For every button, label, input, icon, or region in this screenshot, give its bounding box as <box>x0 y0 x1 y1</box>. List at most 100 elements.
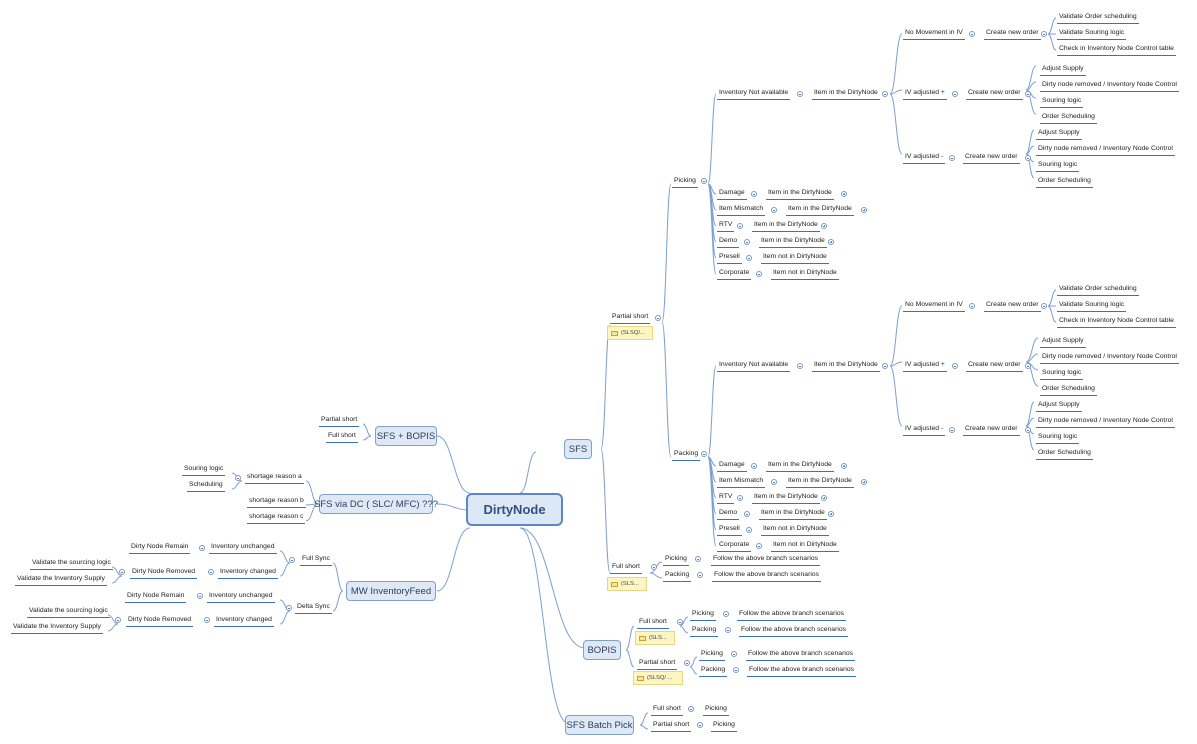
collapse-icon[interactable] <box>797 363 803 369</box>
picking-check-control-table[interactable]: Check in Inventory Node Control table <box>1057 45 1176 56</box>
packing-plus-dirty-removed[interactable]: Dirty node removed / Inventory Node Cont… <box>1040 353 1179 364</box>
picking-presell-node[interactable]: Presell <box>717 253 742 264</box>
collapse-icon[interactable] <box>697 722 703 728</box>
collapse-icon[interactable] <box>731 651 737 657</box>
picking-validate-sourcing-logic[interactable]: Validate Souring logic <box>1057 29 1127 40</box>
collapse-icon[interactable] <box>771 479 777 485</box>
picking-plus-souring-logic[interactable]: Souring logic <box>1040 97 1084 108</box>
collapse-icon[interactable] <box>797 91 803 97</box>
sfs-via-dc-branch[interactable]: SFS via DC ( SLC/ MFC) ??? <box>314 494 438 514</box>
bopis-branch[interactable]: BOPIS <box>583 640 621 660</box>
mw-full-inventory-unchanged[interactable]: Inventory unchanged <box>209 543 277 554</box>
packing-item-mismatch-node[interactable]: Item Mismatch <box>717 477 766 488</box>
bopis-partial-picking[interactable]: Picking <box>699 650 725 661</box>
sfs-batch-pick-branch[interactable]: SFS Batch Pick <box>565 715 634 735</box>
collapse-icon[interactable] <box>684 660 690 666</box>
packing-no-movement[interactable]: No Movement in IV <box>903 301 965 312</box>
collapse-icon[interactable] <box>1025 91 1031 97</box>
mw-delta-dirty-remain[interactable]: Dirty Node Remain <box>125 592 187 603</box>
collapse-icon[interactable] <box>199 545 205 551</box>
sfs-dc-souring-logic[interactable]: Souring logic <box>182 465 226 476</box>
collapse-icon[interactable] <box>725 627 731 633</box>
mw-full-dirty-removed[interactable]: Dirty Node Removed <box>130 568 198 579</box>
packing-damage-result[interactable]: Item in the DirtyNode <box>766 461 834 472</box>
partial-short-note[interactable]: (SLSQ/... <box>607 326 653 340</box>
picking-damage-result[interactable]: Item in the DirtyNode <box>766 189 834 200</box>
collapse-icon[interactable] <box>1041 303 1047 309</box>
picking-minus-dirty-removed[interactable]: Dirty node removed / Inventory Node Cont… <box>1036 145 1175 156</box>
collapse-icon[interactable] <box>949 155 955 161</box>
collapse-icon[interactable] <box>733 667 739 673</box>
expand-icon[interactable] <box>861 479 867 485</box>
collapse-icon[interactable] <box>882 363 888 369</box>
expand-icon[interactable] <box>828 239 834 245</box>
packing-plus-souring-logic[interactable]: Souring logic <box>1040 369 1084 380</box>
collapse-icon[interactable] <box>746 255 752 261</box>
picking-validate-order-scheduling[interactable]: Validate Order scheduling <box>1057 13 1139 24</box>
sfs-bopis-full-short[interactable]: Full short <box>326 432 358 443</box>
collapse-icon[interactable] <box>969 31 975 37</box>
expand-icon[interactable] <box>861 207 867 213</box>
collapse-icon[interactable] <box>695 556 701 562</box>
packing-create-order-c[interactable]: Create new order <box>963 425 1020 436</box>
collapse-icon[interactable] <box>744 239 750 245</box>
expand-icon[interactable] <box>821 495 827 501</box>
collapse-icon[interactable] <box>115 617 121 623</box>
collapse-icon[interactable] <box>746 527 752 533</box>
collapse-icon[interactable] <box>756 271 762 277</box>
mw-full-sync[interactable]: Full Sync <box>300 555 332 566</box>
collapse-icon[interactable] <box>771 207 777 213</box>
picking-damage-node[interactable]: Damage <box>717 189 747 200</box>
collapse-icon[interactable] <box>751 463 757 469</box>
picking-plus-order-scheduling[interactable]: Order Scheduling <box>1040 113 1097 124</box>
bopis-full-note[interactable]: (SLS... <box>635 631 675 645</box>
collapse-icon[interactable] <box>1025 427 1031 433</box>
collapse-icon[interactable] <box>882 91 888 97</box>
packing-rtv-node[interactable]: RTV <box>717 493 735 504</box>
collapse-icon[interactable] <box>952 363 958 369</box>
packing-item-mismatch-result[interactable]: Item in the DirtyNode <box>786 477 854 488</box>
picking-minus-adjust-supply[interactable]: Adjust Supply <box>1036 129 1082 140</box>
mw-delta-dirty-removed[interactable]: Dirty Node Removed <box>126 616 194 627</box>
packing-plus-order-scheduling[interactable]: Order Scheduling <box>1040 385 1097 396</box>
mw-delta-sync[interactable]: Delta Sync <box>295 603 332 614</box>
picking-item-in-dirtynode[interactable]: Item in the DirtyNode <box>812 89 880 100</box>
packing-demo-result[interactable]: Item in the DirtyNode <box>759 509 827 520</box>
mw-delta-validate-sourcing[interactable]: Validate the sourcing logic <box>27 607 110 618</box>
sfs-dc-reason-c[interactable]: shortage reason c <box>247 513 306 524</box>
picking-item-mismatch-node[interactable]: Item Mismatch <box>717 205 766 216</box>
bopis-partial-packing-follow[interactable]: Follow the above branch scenarios <box>747 666 857 677</box>
full-picking-follow[interactable]: Follow the above branch scenarios <box>711 555 821 566</box>
bopis-partial-short[interactable]: Partial short <box>637 659 678 670</box>
collapse-icon[interactable] <box>204 617 210 623</box>
collapse-icon[interactable] <box>744 511 750 517</box>
collapse-icon[interactable] <box>952 91 958 97</box>
picking-presell-result[interactable]: Item not in DirtyNode <box>761 253 829 264</box>
expand-icon[interactable] <box>828 511 834 517</box>
packing-item-in-dirtynode[interactable]: Item in the DirtyNode <box>812 361 880 372</box>
packing-rtv-result[interactable]: Item in the DirtyNode <box>752 493 820 504</box>
batch-partial-short[interactable]: Partial short <box>651 721 692 732</box>
picking-plus-adjust-supply[interactable]: Adjust Supply <box>1040 65 1086 76</box>
sfs-dc-reason-b[interactable]: shortage reason b <box>247 497 306 508</box>
bopis-full-picking[interactable]: Picking <box>690 610 716 621</box>
collapse-icon[interactable] <box>1041 31 1047 37</box>
picking-corporate-result[interactable]: Item not in DirtyNode <box>771 269 839 280</box>
sfs-bopis-partial-short[interactable]: Partial short <box>319 416 360 427</box>
packing-minus-dirty-removed[interactable]: Dirty node removed / Inventory Node Cont… <box>1036 417 1175 428</box>
packing-node[interactable]: Packing <box>672 450 701 461</box>
mw-delta-inventory-unchanged[interactable]: Inventory unchanged <box>207 592 275 603</box>
bopis-full-packing[interactable]: Packing <box>690 626 719 637</box>
packing-presell-result[interactable]: Item not in DirtyNode <box>761 525 829 536</box>
sfs-dc-scheduling[interactable]: Scheduling <box>187 481 225 492</box>
collapse-icon[interactable] <box>723 611 729 617</box>
partial-short-node[interactable]: Partial short <box>610 313 651 324</box>
full-picking-node[interactable]: Picking <box>663 555 689 566</box>
picking-demo-node[interactable]: Demo <box>717 237 740 248</box>
bopis-partial-picking-follow[interactable]: Follow the above branch scenarios <box>746 650 856 661</box>
collapse-icon[interactable] <box>969 303 975 309</box>
picking-minus-order-scheduling[interactable]: Order Scheduling <box>1036 177 1093 188</box>
packing-corporate-result[interactable]: Item not in DirtyNode <box>771 541 839 552</box>
packing-minus-souring-logic[interactable]: Souring logic <box>1036 433 1080 444</box>
packing-corporate-node[interactable]: Corporate <box>717 541 752 552</box>
